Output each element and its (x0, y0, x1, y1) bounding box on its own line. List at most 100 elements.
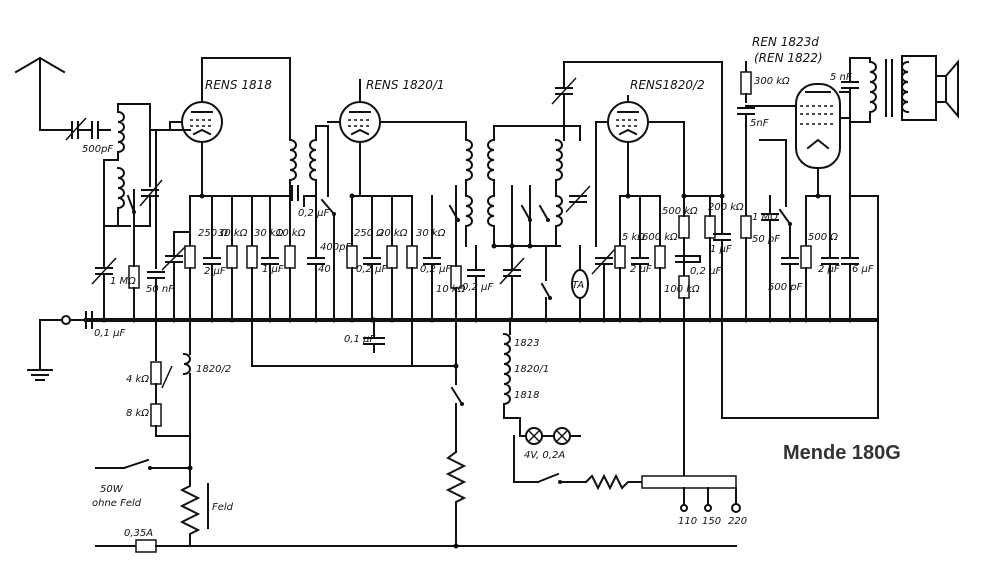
if-transformer-1 (288, 125, 329, 207)
capacitor-2uf-t4 (821, 195, 839, 321)
capacitor-01uf-input (69, 311, 93, 329)
label-40: 40 (318, 264, 331, 275)
capacitor-02uf-t3 (675, 255, 701, 263)
variable-capacitor-left (91, 225, 117, 321)
label-250ohm-t1: 250 Ω (198, 228, 228, 239)
tube-label-rens1818: RENS 1818 (205, 78, 272, 92)
label-1uf-t3: 1 µF (710, 244, 732, 255)
band-switch-group (493, 125, 581, 247)
capacitor-50pf (759, 139, 787, 321)
label-30k-t1b: 30 kΩ (254, 228, 284, 239)
tube-label-rens1820-1: RENS 1820/1 (366, 78, 445, 92)
power-switch-50w (95, 458, 191, 481)
label-5nf-output: 5 nF (830, 72, 852, 83)
voltage-selector (641, 475, 741, 513)
fuse (95, 539, 737, 553)
label-02uf-t3: 0,2 µF (690, 266, 721, 277)
field-coil (179, 479, 209, 541)
label-antenna-capacitor: 500pF (82, 144, 113, 155)
label-500ohm-t4: 500 Ω (808, 232, 838, 243)
tuning-capacitor-1 (133, 129, 163, 227)
capacitor-02uf-t2b (423, 195, 441, 321)
series-resistor (584, 473, 643, 491)
capacitor-400pf (307, 125, 336, 321)
capacitor-02uf-det (467, 245, 485, 321)
mains-switch (513, 435, 587, 484)
label-500pf: 500 pF (768, 282, 803, 293)
resistor-300k (740, 61, 752, 103)
bus-hv-return (721, 319, 879, 419)
label-02uf-t2: 0,2 µF (356, 264, 387, 275)
label-50nf: 50 nF (146, 284, 174, 295)
label-6uf: 6 µF (852, 264, 874, 275)
label-pickup: TA (572, 280, 584, 291)
resistor-10k-t2 (450, 247, 462, 367)
label-4k: 4 kΩ (126, 374, 149, 385)
resistor-5k (614, 195, 626, 321)
resistor-1mohm (128, 225, 140, 321)
capacitor-1uf-t1 (261, 195, 279, 321)
label-10k-t1: 10 kΩ (276, 228, 306, 239)
resistor-250ohm-t2 (346, 195, 358, 321)
label-feld: Feld (212, 502, 234, 513)
resistor-100k (678, 275, 690, 479)
resistor-250ohm-t1 (184, 195, 196, 321)
tube-rens1818 (169, 57, 291, 197)
capacitor-50nf (147, 129, 165, 321)
resistor-10k-t1 (284, 195, 296, 321)
tube-rens1820-2 (595, 95, 685, 247)
label-200k: 200 kΩ (708, 202, 744, 213)
label-1m-grid: 1 MΩ (752, 212, 778, 223)
pilot-lamp-2 (553, 427, 571, 445)
tube-label-ren1822: (REN 1822) (754, 51, 823, 65)
label-150v: 150 (702, 516, 721, 527)
antenna-coil (103, 103, 191, 227)
variable-capacitor-regen2 (499, 245, 525, 321)
label-2uf-t4: 2 µF (818, 264, 840, 275)
antenna-symbol (14, 56, 71, 131)
label-400pf: 400pF (320, 242, 351, 253)
label-30k-t1: 30 kΩ (218, 228, 248, 239)
label-01uf-input: 0,1 µF (94, 328, 125, 339)
label-110v: 110 (678, 516, 697, 527)
tube-ren1823d (745, 83, 851, 197)
label-5nf: 5nF (750, 118, 769, 129)
label-5k: 5 kΩ (622, 232, 645, 243)
trimmer-capacitor-regen (565, 185, 591, 213)
schematic-title: Mende 180G (783, 442, 901, 464)
resistor-600k (654, 195, 666, 321)
resistor-30k-t1 (226, 195, 238, 321)
output-transformer (849, 57, 910, 123)
label-30k-t2: 30 kΩ (416, 228, 446, 239)
label-2uf-t1: 2 µF (204, 266, 226, 277)
label-300k: 300 kΩ (754, 76, 790, 87)
capacitor-2uf-t3 (631, 195, 649, 321)
junction-dots (101, 193, 853, 549)
variable-capacitor-2 (161, 231, 191, 321)
label-10k-t2: 10 kΩ (436, 284, 466, 295)
label-600k: 600 kΩ (642, 232, 678, 243)
pickup-switch (540, 245, 552, 321)
bus-right-return (849, 195, 879, 321)
resistor-200k (683, 195, 723, 321)
label-250ohm-t2: 250 Ω (354, 228, 384, 239)
tone-switch (778, 195, 799, 321)
label-01uf-bus: 0,1 µF (344, 334, 375, 345)
label-heater-1818: 1818 (514, 390, 539, 401)
label-fuse: 0,35A (124, 528, 153, 539)
resistor-1m-grid (740, 215, 752, 321)
regeneration-capacitor (551, 61, 723, 197)
capacitor-01uf-bus (363, 319, 385, 353)
label-lamps: 4V, 0,2A (524, 450, 565, 461)
capacitor-2uf-t1 (203, 195, 221, 321)
speaker (901, 55, 959, 121)
label-02uf-det: 0,2 µF (462, 282, 493, 293)
label-2uf-t3: 2 µF (630, 264, 652, 275)
label-02uf-t1: 0,2 µF (298, 208, 329, 219)
resistor-30k-t2 (406, 195, 418, 367)
tube-label-ren1823d: REN 1823d (752, 35, 819, 49)
label-100k: 100 kΩ (664, 284, 700, 295)
variable-capacitor-t3 (591, 247, 617, 321)
label-ohne-feld: ohne Feld (92, 498, 142, 509)
